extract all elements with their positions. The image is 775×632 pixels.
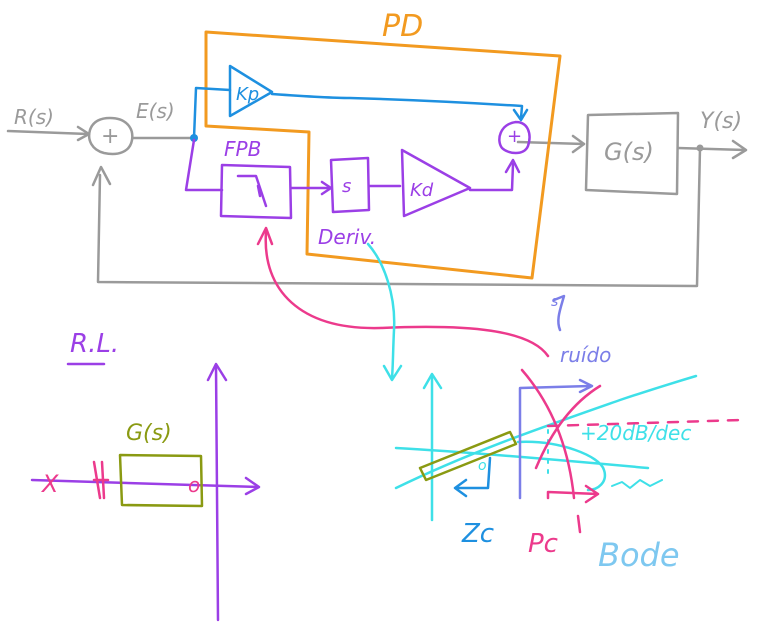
plant-output-line [676, 146, 747, 152]
bode-horizontal-axis [394, 446, 650, 470]
bode-axis-arrowhead [422, 372, 443, 390]
plant-box [584, 111, 680, 196]
root-locus [30, 362, 261, 622]
rl-pole-marks [92, 460, 110, 500]
s-label: s [342, 176, 351, 197]
plant-label: G(s) [604, 138, 654, 166]
pc-label: Pc [528, 529, 558, 559]
kp-input-line [192, 86, 232, 140]
filter-link-curve [256, 226, 550, 358]
pd-to-plant-arrowhead [571, 134, 586, 154]
slope-label: +20dB/dec [580, 421, 691, 445]
rl-g-box [118, 453, 204, 508]
fpb-up-arrowhead [256, 226, 274, 246]
input-label: R(s) [14, 105, 54, 129]
bode-sketch [394, 368, 742, 534]
rl-real-axis [30, 478, 260, 489]
rl-zero-o: o [188, 473, 200, 497]
feedback-arrowhead [91, 165, 112, 187]
bode-label: Bode [598, 536, 680, 574]
rl-imag-axis [214, 364, 220, 622]
kd-label: Kd [410, 180, 434, 201]
bode-squiggle [611, 479, 663, 489]
main-loop [6, 111, 748, 288]
fpb-tick [256, 184, 262, 198]
pd-block-outline [204, 30, 562, 280]
rl-imag-arrowhead [206, 362, 228, 382]
kp-label: Kp [236, 84, 259, 105]
bode-zc-arrow [453, 456, 492, 498]
deriv-branch-line [184, 138, 224, 192]
bode-pc-arrow [546, 484, 600, 504]
fpb-label: FPB [224, 137, 261, 161]
periwinkle-s-label: s [551, 294, 558, 310]
deriv-arrowhead [382, 364, 403, 382]
periwinkle-s-stroke [552, 294, 566, 332]
bode-periwinkle-bracket [518, 378, 594, 500]
s-box [329, 156, 371, 214]
deriv-arrow-line [366, 242, 396, 380]
error-label: E(s) [136, 99, 175, 123]
input-arrow-line [6, 129, 90, 136]
proportional-path [192, 64, 529, 140]
small-o-label: o [478, 458, 487, 474]
bode-pc-tick [576, 514, 582, 534]
bode-phase-curve [516, 440, 607, 492]
output-arrowhead [731, 139, 748, 160]
kp-arrowhead [512, 108, 529, 122]
rl-real-arrowhead [244, 476, 261, 496]
rl-label: R.L. [70, 329, 119, 359]
zc-label: Zc [461, 519, 494, 549]
output-label: Y(s) [700, 109, 742, 134]
bode-rising-curve [394, 374, 698, 490]
fpb-step-symbol [236, 174, 268, 208]
feedback-line [96, 146, 702, 288]
rl-g-label: G(s) [126, 421, 172, 446]
kd-arrowhead [504, 158, 521, 174]
pd-summing-junction [498, 120, 531, 155]
deriv-label: Deriv. [318, 225, 376, 249]
fpb-to-noise-curve [264, 230, 550, 358]
ruido-label: ruído [560, 343, 611, 367]
bode-noise-curve-2 [534, 384, 602, 470]
bode-noise-curve [520, 368, 576, 500]
fpb-box [219, 163, 293, 220]
summing-plus: + [101, 124, 119, 149]
bode-slope-dashes [546, 418, 742, 428]
bode-compensator-rect [418, 430, 518, 482]
rl-pole-x: X [40, 470, 59, 498]
pd-sum-plus: + [507, 126, 522, 147]
branch-dot [190, 134, 198, 142]
derivative-path [184, 120, 531, 220]
summing-junction [87, 116, 134, 156]
kd-output-line [468, 162, 515, 192]
pd-label: PD [382, 9, 423, 44]
labels: PD R(s) E(s) + Kp FPB s Kd + Deriv. G(s)… [14, 9, 742, 574]
feedback-takeoff-dot [696, 144, 704, 152]
deriv-to-bode-arrow [366, 242, 403, 382]
kd-gain-triangle [400, 148, 472, 218]
kp-output-line [270, 92, 524, 120]
